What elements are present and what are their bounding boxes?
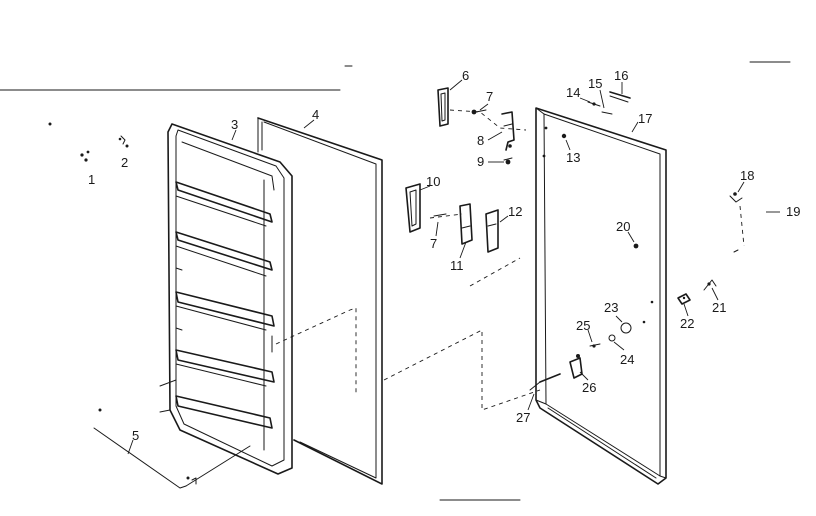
callout-5: 5: [132, 428, 139, 443]
part-14-spacer: [587, 101, 601, 107]
callout-18: 18: [740, 168, 754, 183]
callout-7-upper: 7: [486, 89, 493, 104]
part-5-door-stop: [93, 408, 251, 489]
callout-2: 2: [121, 155, 128, 170]
part-20-screw: [633, 243, 639, 249]
part-10-handle: [405, 183, 421, 233]
part-7-screw-lower: [433, 213, 447, 217]
callout-13: 13: [566, 150, 580, 165]
part-12-hinge-plate: [485, 209, 499, 253]
part-8-hinge-bracket: [501, 111, 515, 151]
callout-14: 14: [566, 85, 580, 100]
part-23-washer: [620, 322, 632, 334]
alignment-line-c: [469, 257, 521, 287]
part-21-bracket: [703, 279, 717, 291]
part-16-trim: [609, 91, 631, 103]
callout-10: 10: [426, 174, 440, 189]
door-marker-dot-2: [642, 320, 646, 324]
callout-9: 9: [477, 154, 484, 169]
callout-6: 6: [462, 68, 469, 83]
leader-lines: [127, 79, 780, 455]
callout-19: 19: [786, 204, 800, 219]
alignment-line-b: [383, 329, 541, 411]
part-13-plug: [561, 133, 567, 139]
callout-21: 21: [712, 300, 726, 315]
callout-23: 23: [604, 300, 618, 315]
callout-26: 26: [582, 380, 596, 395]
part-1-clip: [48, 122, 90, 162]
callout-8: 8: [477, 133, 484, 148]
callout-16: 16: [614, 68, 628, 83]
part-19-arm: [733, 205, 745, 253]
part-27-bolt: [529, 373, 561, 391]
door-marker-dot: [650, 300, 654, 304]
part-11-hinge-bracket: [459, 203, 473, 245]
alignment-line-d: [449, 109, 527, 131]
part-7-screw-upper: [471, 109, 487, 115]
callout-27: 27: [516, 410, 530, 425]
callout-17: 17: [638, 111, 652, 126]
part-24-nut: [608, 334, 616, 342]
callout-25: 25: [576, 318, 590, 333]
callout-12: 12: [508, 204, 522, 219]
callout-24: 24: [620, 352, 634, 367]
callout-15: 15: [588, 76, 602, 91]
callout-22: 22: [680, 316, 694, 331]
part-2-screw: [118, 135, 129, 148]
part-17-outer-door: [535, 107, 667, 485]
callout-11: 11: [450, 258, 464, 273]
part-26-latch: [569, 354, 583, 379]
callout-3: 3: [231, 117, 238, 132]
part-22-stop: [677, 293, 691, 305]
alignment-line-e: [429, 213, 463, 219]
part-4-gasket: [257, 117, 383, 485]
part-25-spring: [589, 343, 601, 348]
alignment-line-a: [275, 307, 357, 394]
part-9-bushing: [503, 157, 513, 165]
callout-20: 20: [616, 219, 630, 234]
part-18-pin: [729, 192, 743, 203]
part-6-handle-cap: [437, 87, 449, 127]
callout-7-lower: 7: [430, 236, 437, 251]
part-15-retainer: [601, 111, 613, 115]
callout-4: 4: [312, 107, 319, 122]
callout-1: 1: [88, 172, 95, 187]
part-3-door-liner: [159, 123, 293, 475]
